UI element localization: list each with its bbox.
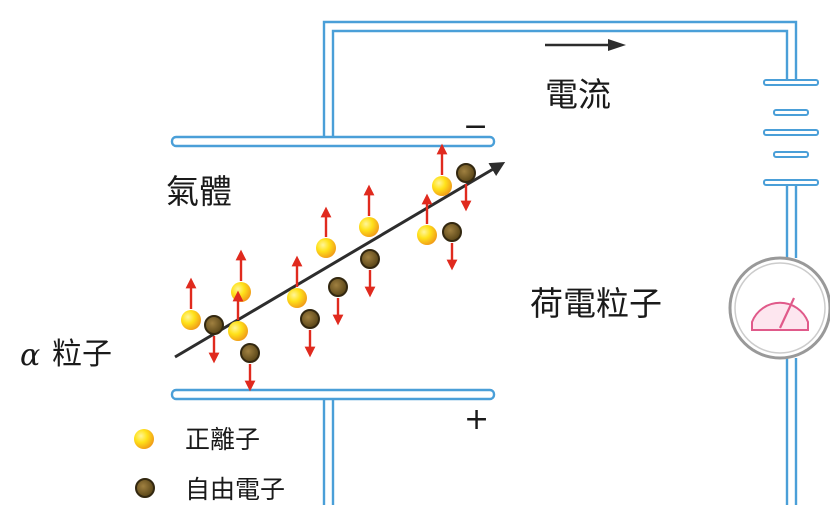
free-electron (456, 163, 476, 212)
positive-ion (228, 290, 248, 341)
battery-icon (763, 79, 819, 186)
legend-free-electron-icon (135, 478, 155, 498)
free-electron (300, 309, 320, 358)
free-electron (442, 222, 462, 271)
alpha-particle-path (174, 161, 506, 359)
free-electron (328, 277, 348, 326)
arrow-right-icon (545, 39, 626, 51)
legend-positive-ion-label: 正離子 (185, 425, 261, 454)
alpha-particle-label: 粒子 (52, 337, 112, 372)
free-electron (240, 343, 260, 392)
positive-ion (316, 206, 336, 258)
lower-plate (170, 388, 496, 401)
legend-free-electron-label: 自由電子 (185, 475, 286, 504)
positive-ion (181, 277, 201, 330)
current-label: 電流 (545, 75, 611, 114)
galvanometer-icon (728, 256, 830, 360)
circuit-wires (322, 20, 798, 505)
positive-ion (359, 184, 379, 237)
positive-ions (181, 143, 452, 341)
positive-ion (417, 193, 437, 245)
plus-sign: + (464, 402, 490, 437)
charged-particle-label: 荷電粒子 (530, 284, 662, 323)
free-electron (360, 249, 380, 298)
positive-ion (432, 143, 452, 196)
free-electrons (204, 163, 476, 392)
gas-label: 氣體 (166, 172, 232, 211)
alpha-symbol: α (20, 338, 41, 373)
positive-ion (231, 249, 251, 302)
positive-ion (287, 255, 307, 308)
free-electron (204, 315, 224, 364)
minus-sign: − (463, 109, 489, 144)
legend-positive-ion-icon (134, 429, 154, 449)
upper-plate (170, 135, 496, 148)
